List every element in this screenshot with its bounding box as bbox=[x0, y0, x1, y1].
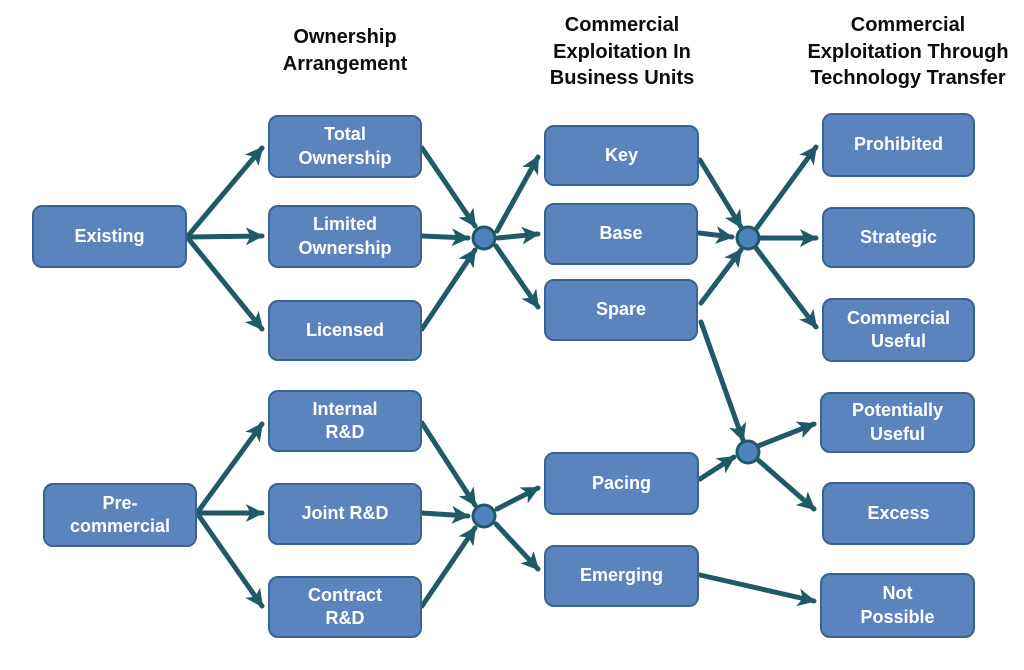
box-existing-label: Existing bbox=[74, 225, 145, 246]
column-header-commercial-exploitation-technology-transfer: Commercial Exploitation Through Technolo… bbox=[807, 14, 1009, 90]
box-commercial-useful-label: Commercial Useful bbox=[846, 307, 951, 351]
edge-junction-4-to-emerging bbox=[493, 521, 541, 572]
box-potentially-useful: Potentially Useful bbox=[820, 392, 975, 453]
edge-internal-rd-to-junction-4 bbox=[419, 420, 478, 508]
edge-key-to-junction-2 bbox=[697, 157, 744, 230]
edge-junction-1-to-spare bbox=[493, 243, 541, 310]
edge-junction-1-to-base bbox=[495, 226, 541, 245]
box-total-ownership: Total Ownership bbox=[268, 115, 422, 178]
edge-junction-1-to-key bbox=[494, 154, 541, 234]
edge-base-to-junction-2 bbox=[696, 226, 735, 244]
junction-rd-to-business-units bbox=[471, 503, 497, 529]
box-prohibited-label: Prohibited bbox=[854, 134, 943, 155]
box-strategic-label: Strategic bbox=[859, 226, 938, 247]
edge-pre-commercial-to-internal-rd bbox=[194, 421, 265, 516]
edge-junction-3-to-potentially-useful bbox=[755, 421, 817, 449]
box-limited-ownership: Limited Ownership bbox=[268, 205, 422, 268]
column-header-ownership-arrangement: Ownership Arrangement bbox=[282, 26, 408, 75]
box-pre-commercial: Pre- commercial bbox=[43, 483, 197, 547]
edge-pacing-to-junction-3 bbox=[697, 454, 737, 482]
box-pre-commercial-label: Pre- commercial bbox=[69, 492, 171, 536]
box-potentially-useful-label: Potentially Useful bbox=[851, 400, 944, 444]
edge-existing-to-total-ownership bbox=[184, 145, 265, 240]
box-spare: Spare bbox=[544, 279, 698, 341]
edge-junction-3-to-excess bbox=[754, 456, 817, 512]
box-spare-label: Spare bbox=[595, 299, 647, 320]
box-emerging-label: Emerging bbox=[579, 565, 663, 586]
box-commercial-useful: Commercial Useful bbox=[822, 298, 975, 362]
box-key: Key bbox=[544, 125, 699, 186]
column-header-commercial-exploitation-business-units: Commercial Exploitation In Business Unit… bbox=[549, 14, 695, 90]
box-contract-rd: Contract R&D bbox=[268, 576, 422, 638]
box-existing: Existing bbox=[32, 205, 187, 268]
edge-total-ownership-to-junction-1 bbox=[419, 145, 478, 229]
box-not-possible-label: Not Possible bbox=[860, 583, 935, 627]
box-excess-label: Excess bbox=[867, 502, 930, 523]
edge-junction-2-to-prohibited bbox=[753, 144, 819, 232]
box-excess: Excess bbox=[822, 482, 975, 545]
box-strategic: Strategic bbox=[822, 207, 975, 268]
edge-pre-commercial-to-contract-rd bbox=[194, 510, 265, 609]
edge-spare-to-junction-3 bbox=[698, 319, 747, 443]
edge-existing-to-limited-ownership bbox=[184, 227, 265, 246]
box-total-ownership-label: Total Ownership bbox=[298, 124, 392, 168]
edge-limited-ownership-to-junction-1 bbox=[419, 228, 471, 247]
edge-licensed-to-junction-1 bbox=[419, 247, 478, 332]
edge-junction-2-to-commercial-useful bbox=[753, 245, 819, 330]
box-key-label: Key bbox=[604, 144, 639, 165]
box-base-label: Base bbox=[599, 223, 643, 244]
edge-emerging-to-not-possible bbox=[697, 572, 817, 607]
edge-joint-rd-to-junction-4 bbox=[419, 505, 471, 524]
box-pacing: Pacing bbox=[544, 452, 699, 515]
box-licensed: Licensed bbox=[268, 300, 422, 361]
box-contract-rd-label: Contract R&D bbox=[307, 584, 382, 628]
box-licensed-label: Licensed bbox=[305, 319, 385, 340]
junction-ownership-to-business-units bbox=[471, 225, 497, 251]
box-pacing-label: Pacing bbox=[591, 472, 652, 493]
edge-contract-rd-to-junction-4 bbox=[419, 525, 478, 609]
box-joint-rd-label: Joint R&D bbox=[301, 503, 389, 524]
junction-business-units-to-transfer-lower bbox=[735, 439, 761, 465]
box-joint-rd: Joint R&D bbox=[268, 483, 422, 545]
box-not-possible: Not Possible bbox=[820, 573, 975, 638]
edge-junction-4-to-pacing bbox=[494, 485, 541, 512]
box-base: Base bbox=[544, 203, 698, 265]
junction-business-units-to-transfer-upper bbox=[735, 225, 761, 251]
box-internal-rd: Internal R&D bbox=[268, 390, 422, 452]
box-limited-ownership-label: Limited Ownership bbox=[298, 214, 392, 258]
box-prohibited: Prohibited bbox=[822, 113, 975, 177]
edge-spare-to-junction-2 bbox=[698, 247, 744, 306]
box-emerging: Emerging bbox=[544, 545, 699, 607]
edge-existing-to-licensed bbox=[184, 234, 265, 332]
box-internal-rd-label: Internal R&D bbox=[312, 398, 378, 442]
